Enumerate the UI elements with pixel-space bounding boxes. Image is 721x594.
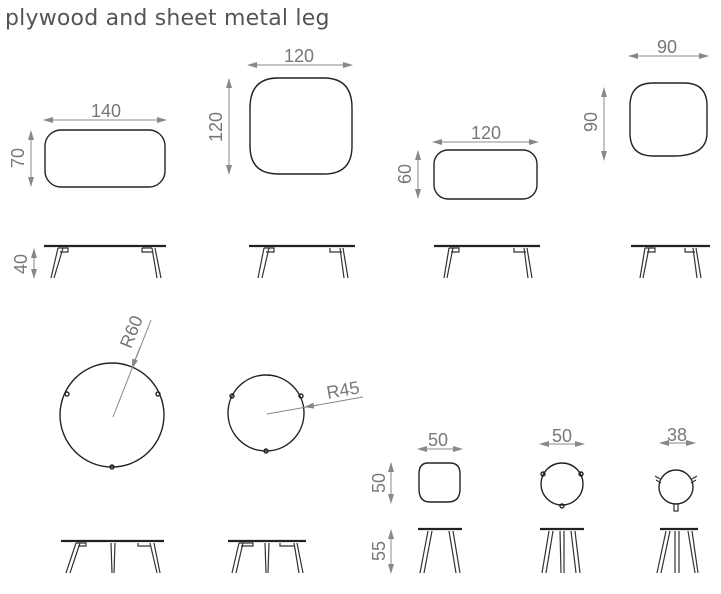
side-view-120x60 — [434, 244, 540, 279]
side-table-square-50-top: 50 50 55 — [369, 430, 463, 574]
page-title: plywood and sheet metal leg — [5, 6, 330, 31]
side-view-120 — [249, 244, 355, 279]
round-side-elevations — [61, 539, 306, 574]
depth-label: 50 — [369, 473, 389, 493]
depth-label: 60 — [395, 164, 415, 184]
table-rect-140x70-top: 140 70 — [8, 101, 167, 188]
side-view-140 — [44, 244, 166, 279]
width-label: 38 — [667, 425, 687, 445]
side-view-round-50 — [540, 527, 584, 574]
side-view-90 — [631, 244, 710, 279]
width-label: 120 — [471, 123, 501, 143]
width-label: 90 — [657, 37, 677, 57]
side-view-r60 — [61, 539, 164, 574]
width-label: 50 — [428, 430, 448, 450]
table-square-120-top: 120 120 — [206, 46, 353, 175]
table-square-90-top: 90 90 — [581, 37, 709, 161]
width-label: 120 — [284, 46, 314, 66]
height-label: 40 — [11, 254, 31, 274]
side-table-round-38-top: 38 — [654, 425, 699, 574]
depth-label: 120 — [206, 112, 226, 142]
height-label: 55 — [369, 541, 389, 561]
side-view-round-38 — [656, 527, 699, 574]
side-view-r45 — [228, 539, 306, 574]
radius-label: R45 — [325, 377, 361, 402]
width-label: 140 — [91, 101, 121, 121]
table-round-r60-top: R60 — [59, 313, 165, 470]
side-table-round-50-top: 50 — [539, 426, 585, 574]
table-round-r45-top: R45 — [227, 374, 364, 454]
width-label: 50 — [552, 426, 572, 446]
radius-label: R60 — [116, 313, 147, 351]
table-side-elevations-row1: 40 — [11, 244, 710, 279]
table-rect-120x60-top: 120 60 — [395, 123, 539, 200]
side-view-square-50 — [418, 527, 462, 574]
depth-label: 70 — [8, 148, 28, 168]
depth-label: 90 — [581, 112, 601, 132]
